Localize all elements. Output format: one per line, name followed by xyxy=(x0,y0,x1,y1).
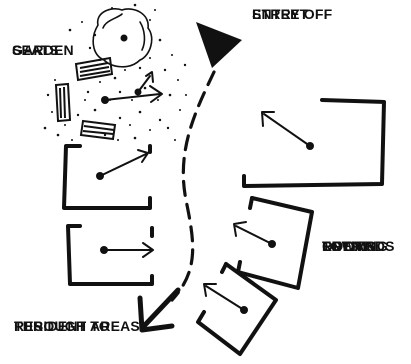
label-line: THROUGH TO xyxy=(14,318,110,334)
label-line: SEATS xyxy=(12,42,59,58)
entry-arrow-icon xyxy=(196,22,242,68)
tree-icon xyxy=(92,8,153,68)
tree-trunk xyxy=(120,34,128,42)
label-line: ENTRY xyxy=(322,238,370,254)
arrow-origin-dot xyxy=(268,240,276,248)
garden-seat-icon xyxy=(74,56,114,82)
room-right-middle xyxy=(236,196,314,290)
room-arrow xyxy=(233,221,273,245)
room-right-upper xyxy=(242,98,386,188)
room-right-lower xyxy=(196,262,278,356)
room-arrow xyxy=(203,283,245,311)
circulation-path xyxy=(170,70,216,302)
arrow-origin-dot xyxy=(100,246,108,254)
label-line: TOWARDS xyxy=(322,238,395,254)
arrow-origin-dot xyxy=(134,88,142,96)
label-line: GARDEN xyxy=(12,42,74,58)
arrow-origin-dot xyxy=(306,142,314,150)
label-line: ENTRY OFF xyxy=(252,6,333,22)
label-line: RESIDENT AREAS xyxy=(14,318,140,334)
exit-arrow xyxy=(137,287,181,333)
room-left-upper xyxy=(62,144,152,210)
room-left-lower xyxy=(66,224,154,286)
garden-seat-icon xyxy=(79,119,117,141)
label-line: OPENING xyxy=(322,238,388,254)
label-line: ROOMS xyxy=(322,238,376,254)
room-arrow xyxy=(261,111,311,147)
garden-arrow xyxy=(104,85,163,103)
arrow-origin-dot xyxy=(101,96,109,104)
arrow-origin-dot xyxy=(240,306,248,314)
arrow-origin-dot xyxy=(96,172,104,180)
label-line: STREET xyxy=(252,6,309,22)
room-arrow xyxy=(103,242,154,258)
garden-seat-icon xyxy=(54,82,72,123)
room-arrow xyxy=(99,149,149,177)
